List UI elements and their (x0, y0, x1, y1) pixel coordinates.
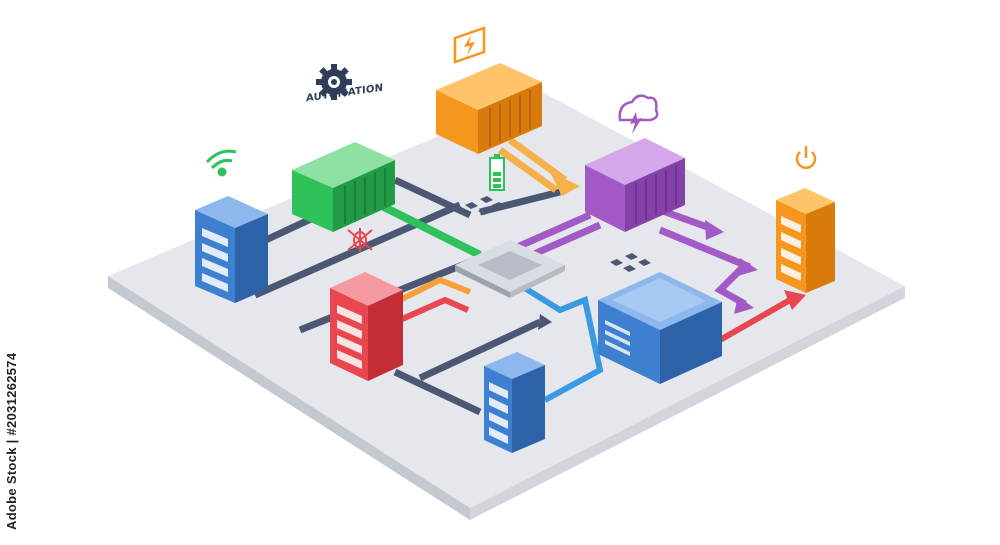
purple-arrow-head-1 (705, 220, 724, 240)
blue-server-left (195, 196, 268, 303)
red-orange-connections (398, 276, 472, 323)
battery-icon (489, 154, 505, 191)
automation-gear-icon (316, 64, 352, 100)
bug-icon (347, 228, 373, 252)
lightblue-connection (513, 279, 604, 403)
wifi-signal-icon (205, 149, 237, 177)
blue-large-box (598, 272, 722, 384)
orange-connection-arrow (497, 137, 580, 196)
orange-box (436, 63, 542, 154)
central-processor (455, 240, 565, 298)
green-box (292, 142, 395, 232)
red-arrow (718, 290, 806, 343)
stock-id-caption: Adobe Stock | #2031262574 (4, 352, 19, 530)
purple-box (585, 138, 685, 232)
power-icon (795, 146, 817, 169)
dark-arrow-head (538, 314, 552, 330)
purple-arrow-head-2 (734, 296, 754, 314)
blue-server-bottom (484, 352, 545, 453)
decorative-squares (465, 196, 651, 272)
green-connection (378, 201, 482, 259)
cloud-lightning-icon (618, 94, 659, 134)
orange-server-right (776, 188, 835, 293)
red-server (330, 272, 403, 381)
purple-arrow-head-3 (738, 258, 758, 276)
battery-charge-icon (453, 26, 486, 64)
